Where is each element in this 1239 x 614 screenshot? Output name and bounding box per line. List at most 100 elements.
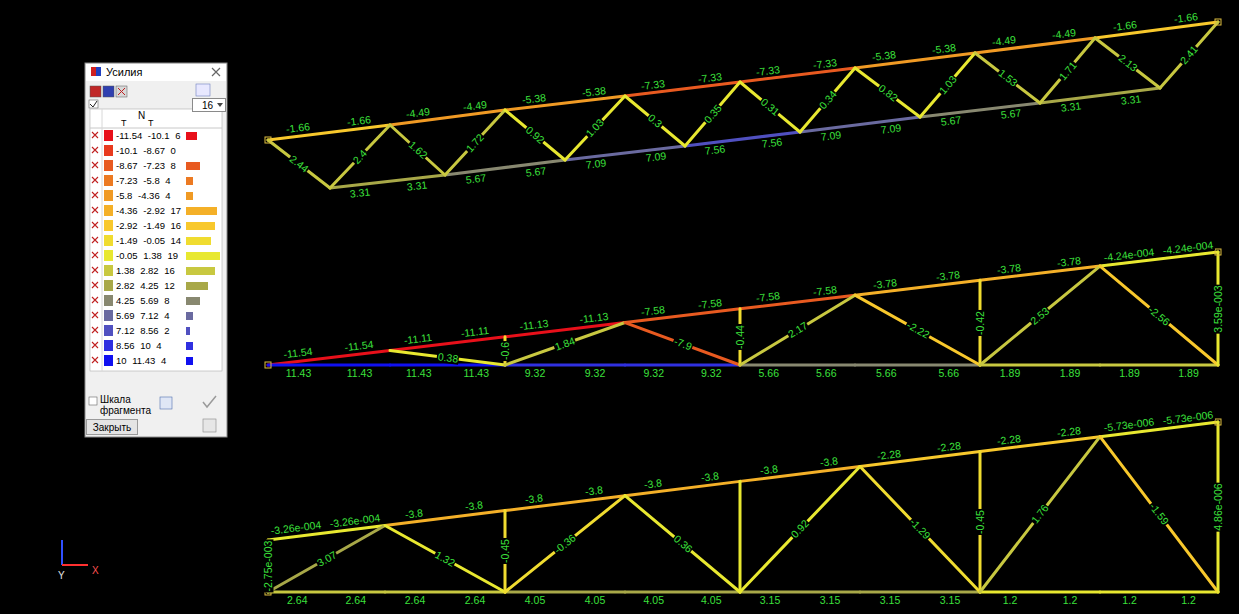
legend-swatch xyxy=(104,130,113,141)
legend-range: -10.1 -8.67 0 xyxy=(116,145,176,156)
count-bar xyxy=(186,267,215,275)
force-value: -4.49 xyxy=(462,99,489,113)
legend-swatch xyxy=(104,145,113,156)
force-value: 3.15 xyxy=(939,595,961,606)
column-header: N xyxy=(138,110,145,121)
force-value: -11.54 xyxy=(282,346,314,361)
app-icon xyxy=(91,67,96,76)
legend-range: 10 11.43 4 xyxy=(116,355,166,366)
force-value: 3.15 xyxy=(759,595,781,606)
truss-member xyxy=(740,466,860,592)
force-value: 1.2 xyxy=(1180,595,1197,606)
force-value: 1.89 xyxy=(1118,368,1140,379)
legend-range: 7.12 8.56 2 xyxy=(116,325,170,336)
force-value: -0.45 xyxy=(975,509,986,535)
row-toggle xyxy=(92,297,98,303)
row-toggle xyxy=(92,342,98,348)
force-value: 2.64 xyxy=(345,595,367,606)
force-value: 7.09 xyxy=(644,151,668,165)
force-value: 1.2 xyxy=(1002,595,1019,606)
truss-member xyxy=(855,295,980,365)
force-value: -5.38 xyxy=(870,49,897,63)
legend-range: 5.69 7.12 4 xyxy=(116,310,170,321)
force-value: 4.05 xyxy=(700,595,722,606)
force-value: -3.8 xyxy=(818,456,839,469)
title-bar xyxy=(86,64,226,81)
truss-member xyxy=(740,82,800,132)
truss-member xyxy=(855,68,920,117)
row-toggle xyxy=(92,357,98,363)
truss-member xyxy=(740,295,855,365)
truss-member xyxy=(505,591,625,594)
force-value: -7.58 xyxy=(754,290,781,304)
legend-range: 1.38 2.82 16 xyxy=(116,265,175,276)
force-value: 2.41 xyxy=(1177,43,1200,67)
row-toggle xyxy=(92,327,98,333)
force-value: 5.67 xyxy=(464,172,488,186)
force-value: 9.32 xyxy=(584,368,606,379)
row-toggle xyxy=(92,207,98,213)
row-toggle xyxy=(92,162,98,168)
truss-member xyxy=(505,110,565,160)
checkbox-label: Шкала фрагмента xyxy=(100,394,156,416)
force-value: 11.43 xyxy=(285,368,313,379)
force-value: -4.49 xyxy=(404,106,431,120)
force-value: 4.86e-006 xyxy=(1213,482,1224,531)
axis-z xyxy=(61,540,63,565)
force-value: -3.78 xyxy=(1056,255,1083,269)
legend-range: 2.82 4.25 12 xyxy=(116,280,175,291)
force-value: 3.31 xyxy=(1059,100,1083,114)
column-header: T xyxy=(148,118,154,128)
truss-member xyxy=(505,364,625,367)
count-bar xyxy=(186,282,208,290)
force-value: 0.38 xyxy=(436,351,460,365)
force-value: -2.28 xyxy=(1055,425,1082,439)
force-value: -7.33 xyxy=(697,71,724,85)
legend-range: -5.8 -4.36 4 xyxy=(116,190,171,201)
truss-member xyxy=(980,266,1100,365)
force-value: 0.92 xyxy=(788,517,811,541)
force-value: -3.8 xyxy=(642,477,663,490)
force-value: -7.33 xyxy=(812,57,839,71)
legend-swatch xyxy=(104,190,113,201)
legend-range: -7.23 -5.8 4 xyxy=(116,175,171,186)
force-value: -3.8 xyxy=(758,463,779,476)
force-value: 11.43 xyxy=(405,368,433,379)
tool-icon xyxy=(160,397,172,409)
close-button: Закрыть xyxy=(86,419,138,435)
force-value: -3.8 xyxy=(700,470,721,483)
force-value: -1.66 xyxy=(1111,19,1138,33)
force-value: 5.66 xyxy=(758,368,780,379)
force-value: -4.49 xyxy=(1050,27,1077,41)
legend-range: -4.36 -2.92 17 xyxy=(116,205,181,216)
force-value: 11.43 xyxy=(463,368,491,379)
count-bar xyxy=(186,132,197,140)
force-value: 9.32 xyxy=(700,368,722,379)
legend-swatch xyxy=(104,175,113,186)
legend-swatch xyxy=(104,310,113,321)
force-value: -3.78 xyxy=(996,262,1023,276)
force-value: 2.17 xyxy=(785,320,810,341)
force-value: 7.56 xyxy=(703,144,727,158)
count-bar xyxy=(186,357,193,365)
force-value: -2.28 xyxy=(995,433,1022,447)
force-value: 9.32 xyxy=(643,368,665,379)
force-value: 1.84 xyxy=(553,335,578,353)
force-value: 3.31 xyxy=(1119,93,1143,107)
truss-member xyxy=(855,364,980,367)
legend-swatch xyxy=(104,340,113,351)
force-value: 1.53 xyxy=(995,67,1019,89)
row-toggle xyxy=(92,147,98,153)
count-bar xyxy=(186,237,211,245)
force-value: 11.43 xyxy=(346,368,374,379)
count-bar xyxy=(186,342,193,350)
truss-member xyxy=(268,364,390,367)
truss-member xyxy=(980,591,1100,594)
force-value: -4.49 xyxy=(990,34,1017,48)
truss-member xyxy=(920,53,975,117)
legend-swatch xyxy=(104,235,113,246)
force-value: 1.89 xyxy=(1177,368,1199,379)
truss-member xyxy=(1100,364,1218,367)
force-value: 1.32 xyxy=(433,548,458,569)
